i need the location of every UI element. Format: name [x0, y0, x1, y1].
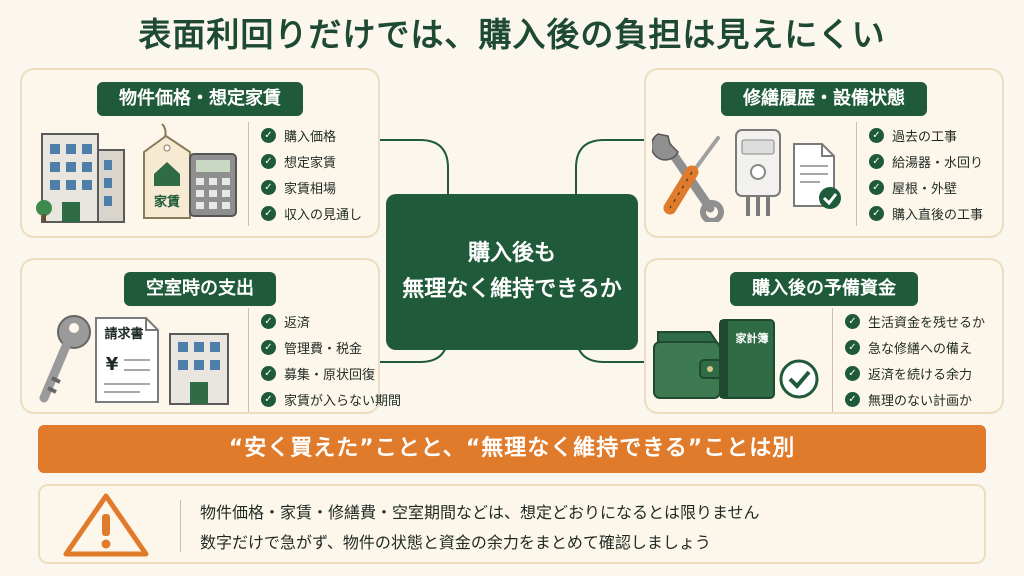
check-icon: ✓: [261, 313, 276, 329]
book-label: 家計簿: [736, 331, 769, 345]
list-item-label: 管理費・税金: [284, 341, 363, 357]
list-item: ✓ 過去の工事: [869, 122, 983, 148]
list-item-label: 生活資金を残せるか: [868, 315, 986, 331]
list-item-label: 急な修繕への備え: [868, 341, 973, 357]
check-icon: ✓: [261, 391, 276, 407]
list-item-label: 給湯器・水回り: [892, 155, 984, 171]
list-item-label: 無理のない計画か: [868, 393, 973, 409]
wallet-icon: [653, 331, 723, 399]
list-item: ✓ 給湯器・水回り: [869, 148, 983, 174]
page-title: 表面利回りだけでは、購入後の負担は見えにくい: [138, 15, 886, 54]
vacancy-checklist: ✓ 返済 ✓ 管理費・税金 ✓ 募集・原状回復 ✓ 家賃が入らない期間: [248, 308, 401, 412]
list-item: ✓ 収入の見通し: [261, 200, 362, 226]
list-item: ✓ 生活資金を残せるか: [845, 308, 985, 334]
caution-note: 物件価格・家賃・修繕費・空室期間などは、想定どおりになるとは限りません 数字だけ…: [38, 484, 986, 564]
list-item: ✓ 想定家賃: [261, 148, 362, 174]
invoice-label: 請求書: [104, 326, 143, 342]
warning-icon: [63, 493, 149, 557]
price-tag-icon: 家賃: [143, 123, 191, 219]
check-icon: ✓: [261, 365, 276, 381]
check-icon: ✓: [261, 179, 276, 195]
water-heater-icon: [735, 129, 781, 216]
center-question: 購入後も 無理なく維持できるか: [386, 194, 638, 350]
card-title: 空室時の支出: [124, 272, 276, 306]
list-item: ✓ 家賃相場: [261, 174, 362, 200]
list-item: ✓ 返済を続ける余力: [845, 360, 985, 386]
list-item-label: 過去の工事: [892, 129, 958, 145]
list-item-label: 返済を続ける余力: [868, 367, 973, 383]
list-item: ✓ 管理費・税金: [261, 334, 401, 360]
check-icon: ✓: [869, 179, 884, 195]
tag-label: 家賃: [154, 194, 180, 210]
reserve-checklist: ✓ 生活資金を残せるか ✓ 急な修繕への備え ✓ 返済を続ける余力 ✓ 無理のない計画か: [832, 308, 985, 412]
check-icon: ✓: [261, 205, 276, 221]
list-item-label: 募集・原状回復: [284, 367, 376, 383]
account-book-icon: 家計簿: [719, 319, 775, 399]
list-item: ✓ 購入価格: [261, 122, 362, 148]
card-title: 修繕履歴・設備状態: [721, 82, 927, 116]
building-icon: [36, 133, 125, 223]
list-item: ✓ 急な修繕への備え: [845, 334, 985, 360]
building-icon: [169, 333, 229, 405]
check-circle-icon: [779, 359, 819, 399]
list-item-label: 屋根・外壁: [892, 181, 958, 197]
check-icon: ✓: [869, 205, 884, 221]
check-icon: ✓: [845, 339, 860, 355]
list-item-label: 家賃相場: [284, 181, 337, 197]
list-item-label: 返済: [284, 315, 311, 331]
card-title: 物件価格・想定家賃: [97, 82, 303, 116]
document-check-icon: [793, 143, 841, 209]
note-line-2: 数字だけで急がず、物件の状態と資金の余力をまとめて確認しましょう: [200, 533, 711, 552]
note-divider: [180, 500, 181, 552]
invoice-symbol: ¥: [106, 354, 119, 375]
card-property: 物件価格・想定家賃 家賃 ✓ 購入価格 ✓ 想定家賃 ✓ 家賃相場 ✓ 収入の見通し: [20, 68, 380, 238]
list-item-label: 購入直後の工事: [892, 207, 984, 223]
key-message-banner: “安く買えた”ことと、“無理なく維持できる”ことは別: [38, 425, 986, 473]
list-item: ✓ 募集・原状回復: [261, 360, 401, 386]
check-icon: ✓: [845, 365, 860, 381]
list-item-label: 家賃が入らない期間: [284, 393, 402, 409]
check-icon: ✓: [261, 127, 276, 143]
card-title: 購入後の予備資金: [730, 272, 918, 306]
card-reserve: 購入後の予備資金 家計簿 ✓ 生活資金を残せるか ✓ 急な修繕への備え ✓ 返済を続け…: [644, 258, 1004, 414]
list-item-label: 収入の見通し: [284, 207, 363, 223]
list-item: ✓ 返済: [261, 308, 401, 334]
list-item: ✓ 屋根・外壁: [869, 174, 983, 200]
invoice-icon: 請求書 ¥: [95, 317, 159, 403]
calculator-icon: [189, 153, 237, 217]
card-vacancy: 空室時の支出 請求書 ¥ ✓ 返済 ✓ 管理費・税金 ✓ 募集・原状回復 ✓ 家賃が入ら…: [20, 258, 401, 414]
check-icon: ✓: [261, 153, 276, 169]
property-checklist: ✓ 購入価格 ✓ 想定家賃 ✓ 家賃相場 ✓ 収入の見通し: [248, 122, 362, 226]
center-line-2: 無理なく維持できるか: [402, 277, 622, 302]
list-item: ✓ 無理のない計画か: [845, 386, 985, 412]
card-repair: 修繕履歴・設備状態 ✓ 過去の工事 ✓ 給湯器・水回り ✓ 屋根・外壁 ✓ 購入直後の工…: [644, 68, 1004, 238]
repair-checklist: ✓ 過去の工事 ✓ 給湯器・水回り ✓ 屋根・外壁 ✓ 購入直後の工事: [856, 122, 983, 226]
check-icon: ✓: [869, 127, 884, 143]
screwdriver-icon: [663, 136, 720, 215]
center-line-1: 購入後も: [467, 241, 556, 266]
key-icon: [39, 315, 91, 403]
list-item-label: 想定家賃: [284, 155, 337, 171]
check-icon: ✓: [845, 391, 860, 407]
list-item-label: 購入価格: [284, 129, 337, 145]
check-icon: ✓: [869, 153, 884, 169]
list-item: ✓ 家賃が入らない期間: [261, 386, 401, 412]
list-item: ✓ 購入直後の工事: [869, 200, 983, 226]
check-icon: ✓: [261, 339, 276, 355]
note-line-1: 物件価格・家賃・修繕費・空室期間などは、想定どおりになるとは限りません: [200, 503, 760, 522]
check-icon: ✓: [845, 313, 860, 329]
